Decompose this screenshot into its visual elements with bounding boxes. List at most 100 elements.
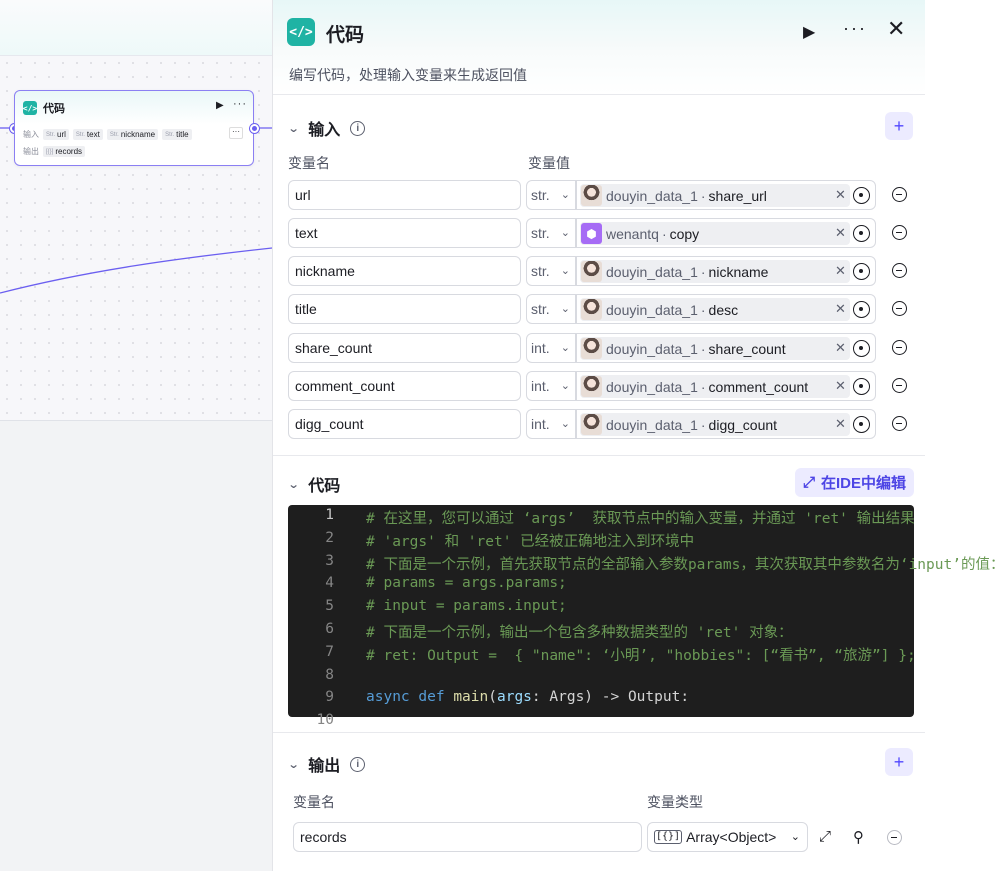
separator-dot: · [700,301,706,318]
variable-type-select[interactable]: str. ⌄ [526,256,576,286]
target-icon[interactable] [853,187,870,204]
expand-icon[interactable]: ⤢ [819,828,832,845]
variable-value-field[interactable]: douyin_data_1 · desc ✕ [576,294,876,324]
reference-field: desc [708,301,739,318]
user-avatar-icon [581,414,602,435]
workflow-canvas[interactable]: </> 代码 ▶ ··· 输入 Str.url Str.text Str.nic… [0,0,273,871]
remove-icon[interactable] [892,301,907,316]
edit-in-ide-button[interactable]: ⤢ 在IDE中编辑 [795,468,914,497]
play-icon[interactable]: ▶ [803,24,816,41]
input-variable-row: digg_count int. ⌄ douyin_data_1 · digg_c… [288,409,908,439]
canvas-lower-area [0,420,272,871]
node-output-label: 输出 [23,147,39,156]
more-icon[interactable]: ··· [233,98,247,110]
variable-name-input[interactable]: nickname [288,256,521,286]
code-editor[interactable]: 1# 在这里，您可以通过 ‘args’ 获取节点中的输入变量，并通过 'ret'… [288,505,1004,728]
clear-icon[interactable]: ✕ [835,187,846,202]
remove-icon[interactable] [892,187,907,202]
remove-icon[interactable] [892,378,907,393]
variable-name-input[interactable]: comment_count [288,371,521,401]
target-icon[interactable] [853,301,870,318]
info-icon[interactable]: i [350,756,366,772]
variable-type-select[interactable]: str. ⌄ [526,294,576,324]
node-input-tag: Str.nickname [106,129,159,140]
remove-icon[interactable] [892,416,907,431]
code-node[interactable]: </> 代码 ▶ ··· 输入 Str.url Str.text Str.nic… [14,90,254,166]
add-child-icon[interactable]: ⚲ [853,829,864,846]
reference-source: douyin_data_1 [606,301,698,318]
variable-name-input[interactable]: url [288,180,521,210]
add-input-button[interactable]: + [885,112,913,140]
variable-value-field[interactable]: douyin_data_1 · comment_count ✕ [576,371,876,401]
chevron-down-icon: ⌄ [560,418,570,430]
remove-icon[interactable] [892,340,907,355]
line-number: 1 [325,507,334,523]
remove-output-icon[interactable] [887,830,902,845]
node-input-label: 输入 [23,130,39,139]
reference-source: douyin_data_1 [606,378,698,395]
variable-type-select[interactable]: int. ⌄ [526,333,576,363]
node-input-tag: Str.url [43,129,69,140]
variable-value-field[interactable]: douyin_data_1 · nickname ✕ [576,256,876,286]
code-section-header[interactable]: ⌄ 代码 [288,472,341,496]
chevron-down-icon: ⌄ [560,342,570,354]
panel-description: 编写代码，处理输入变量来生成返回值 [289,67,527,83]
output-type-select[interactable]: [{}] Array<Object> ⌄ [647,822,808,852]
more-icon[interactable]: ··· [843,18,867,38]
input-variable-row: comment_count int. ⌄ douyin_data_1 · com… [288,371,908,401]
chevron-down-icon: ⌄ [287,122,300,135]
output-port[interactable] [250,124,259,133]
clear-icon[interactable]: ✕ [835,378,846,393]
chevron-down-icon: ⌄ [560,265,570,277]
remove-icon[interactable] [892,225,907,240]
target-icon[interactable] [853,378,870,395]
variable-type-select[interactable]: int. ⌄ [526,371,576,401]
target-icon[interactable] [853,340,870,357]
output-name-input[interactable]: records [293,822,642,852]
node-input-tag: Str.text [72,129,103,140]
variable-reference-tag: douyin_data_1 · digg_count [580,413,850,436]
input-variable-row: share_count int. ⌄ douyin_data_1 · share… [288,333,908,363]
reference-source: douyin_data_1 [606,340,698,357]
close-icon[interactable]: ✕ [887,16,906,41]
info-icon[interactable]: i [350,120,366,136]
variable-value-field[interactable]: ⬢ wenantq · copy ✕ [576,218,876,248]
clear-icon[interactable]: ✕ [835,225,846,240]
add-output-button[interactable]: + [885,748,913,776]
separator-dot: · [700,340,706,357]
panel-header: </> 代码 ▶ ··· ✕ 编写代码，处理输入变量来生成返回值 [273,0,925,95]
code-icon: </> [23,101,37,115]
output-section-header[interactable]: ⌄ 输出 i [287,752,366,776]
output-section-title: 输出 [308,758,341,775]
target-icon[interactable] [853,263,870,280]
variable-name-input[interactable]: text [288,218,521,248]
variable-value-field[interactable]: douyin_data_1 · share_count ✕ [576,333,876,363]
clear-icon[interactable]: ✕ [835,301,846,316]
variable-name-input[interactable]: digg_count [288,409,521,439]
variable-type-select[interactable]: str. ⌄ [526,180,576,210]
clear-icon[interactable]: ✕ [835,340,846,355]
play-icon[interactable]: ▶ [216,100,224,111]
clear-icon[interactable]: ✕ [835,416,846,431]
divider [273,732,925,733]
line-number: 7 [325,644,334,660]
target-icon[interactable] [853,225,870,242]
chevron-down-icon: ⌄ [287,758,300,771]
variable-type-select[interactable]: str. ⌄ [526,218,576,248]
variable-type-label: int. [531,340,550,356]
more-tags-icon[interactable]: ··· [229,127,243,139]
variable-value-field[interactable]: douyin_data_1 · digg_count ✕ [576,409,876,439]
variable-type-select[interactable]: int. ⌄ [526,409,576,439]
code-icon: </> [287,18,315,46]
variable-value-field[interactable]: douyin_data_1 · share_url ✕ [576,180,876,210]
variable-name-input[interactable]: title [288,294,521,324]
remove-icon[interactable] [892,263,907,278]
clear-icon[interactable]: ✕ [835,263,846,278]
code-line: # ret: Output = { "name": ‘小明’, "hobbies… [366,648,916,664]
input-section-header[interactable]: ⌄ 输入 i [287,116,366,140]
target-icon[interactable] [853,416,870,433]
variable-name-input[interactable]: share_count [288,333,521,363]
user-avatar-icon [581,261,602,282]
col-header-value: 变量值 [528,155,570,171]
variable-type-label: int. [531,378,550,394]
